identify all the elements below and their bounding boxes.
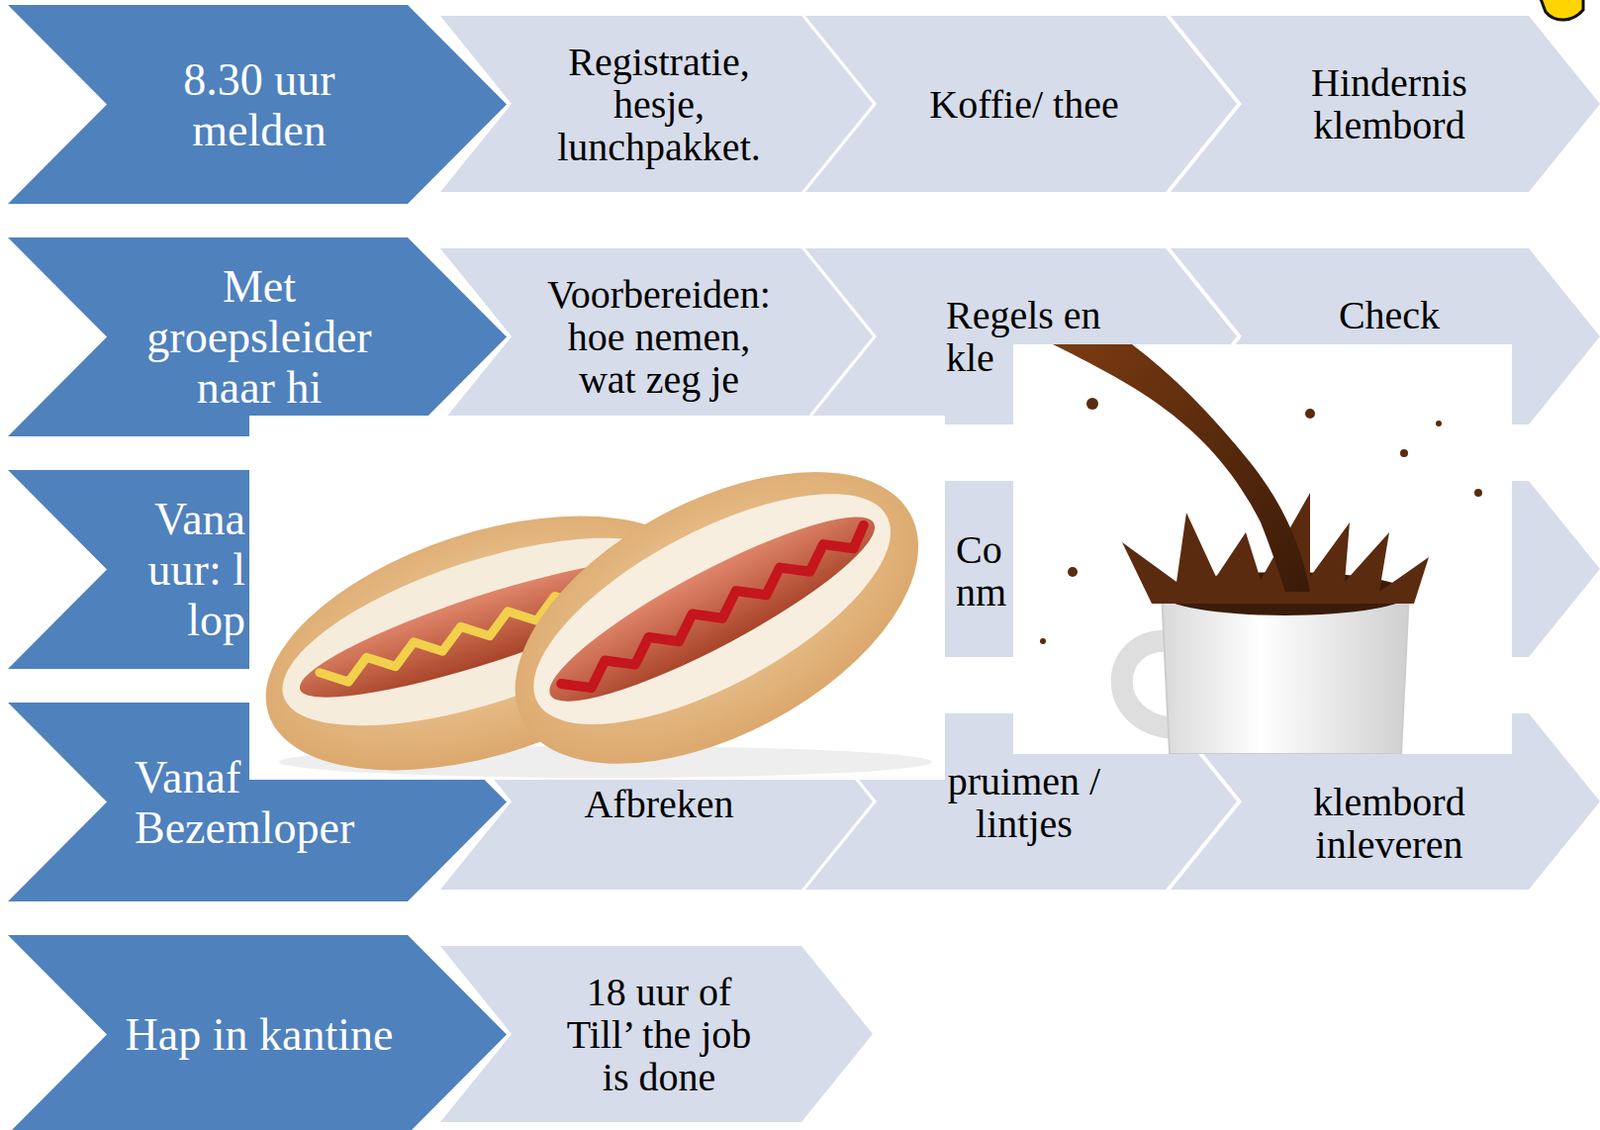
step-chevron: 8.30 uur melden — [7, 4, 507, 204]
task-label: Hindernis klembord — [1280, 61, 1499, 147]
logo-fragment — [1539, 0, 1584, 20]
step-label: 8.30 uur melden — [135, 54, 383, 156]
task-label: Afbreken — [540, 782, 778, 826]
coffee-photo — [1013, 344, 1512, 754]
chevron-fill — [440, 713, 873, 890]
task-label: pruimen / lintjes — [925, 759, 1124, 846]
step-label: Met groepsleider naar hi — [125, 261, 393, 413]
step-chevron: Hap in kantine — [7, 935, 507, 1130]
task-chevron: Registratie, hesje, lunchpakket. — [440, 15, 873, 192]
task-chevron: Co nm — [805, 480, 1237, 658]
chevron-fill — [805, 15, 1237, 192]
task-label: klembord inleveren — [1280, 780, 1499, 866]
step-label: Hap in kantine — [95, 1009, 423, 1060]
step-label: Vanaf Bezemloper — [134, 752, 373, 853]
chevron-fill — [440, 15, 873, 192]
task-label: Registratie, hesje, lunchpakket. — [550, 40, 768, 169]
chevron-outline — [1170, 248, 1600, 425]
step-chevron: Vana uur: l lop — [7, 470, 507, 669]
task-label: Co nm — [955, 528, 1012, 614]
task-chevron: Afbreken — [440, 713, 873, 890]
task-chevron: Hindernis klembord — [1170, 15, 1600, 192]
task-chevron: Koffie/ thee — [805, 15, 1237, 192]
chevron-fill — [7, 4, 507, 204]
step-chevron: Met groepsleider naar hi — [7, 237, 507, 437]
chevron-fill — [7, 470, 507, 669]
chevron-outline — [805, 480, 1237, 658]
task-label: 18 uur of Till’ the job is done — [550, 970, 768, 1099]
step-label: Vana uur: l lop — [144, 493, 246, 646]
step-chevron: Vanaf Bezemloper — [7, 702, 507, 902]
chevron-fill — [440, 248, 873, 425]
task-chevron: Check — [1170, 248, 1600, 425]
task-label: Check — [1290, 293, 1489, 337]
chevron-fill — [7, 237, 507, 437]
task-label: Voorbereiden: hoe nemen, wat zeg je — [540, 273, 778, 401]
chevron-fill — [440, 945, 873, 1123]
task-chevron: 18 uur of Till’ the job is done — [440, 945, 873, 1123]
chevron-fill — [805, 480, 1237, 658]
chevron-fill — [1170, 248, 1600, 425]
chevron-fill — [7, 702, 507, 902]
chevron-fill — [805, 713, 1237, 890]
task-chevron: Voorbereiden: hoe nemen, wat zeg je — [440, 248, 873, 425]
chevron-fill — [805, 248, 1237, 425]
chevron-fill — [1170, 713, 1600, 890]
hotdog-photo — [249, 415, 945, 780]
task-label: Regels en kle — [945, 293, 1134, 379]
task-chevron: pruimen / lintjes — [805, 713, 1237, 890]
task-chevron: Regels en kle — [805, 248, 1237, 425]
chevron-fill — [7, 935, 507, 1130]
task-chevron: klembord inleveren — [1170, 713, 1600, 890]
chevron-outline — [7, 470, 507, 669]
chevron-fill — [1170, 15, 1600, 192]
task-label: Koffie/ thee — [885, 83, 1163, 126]
